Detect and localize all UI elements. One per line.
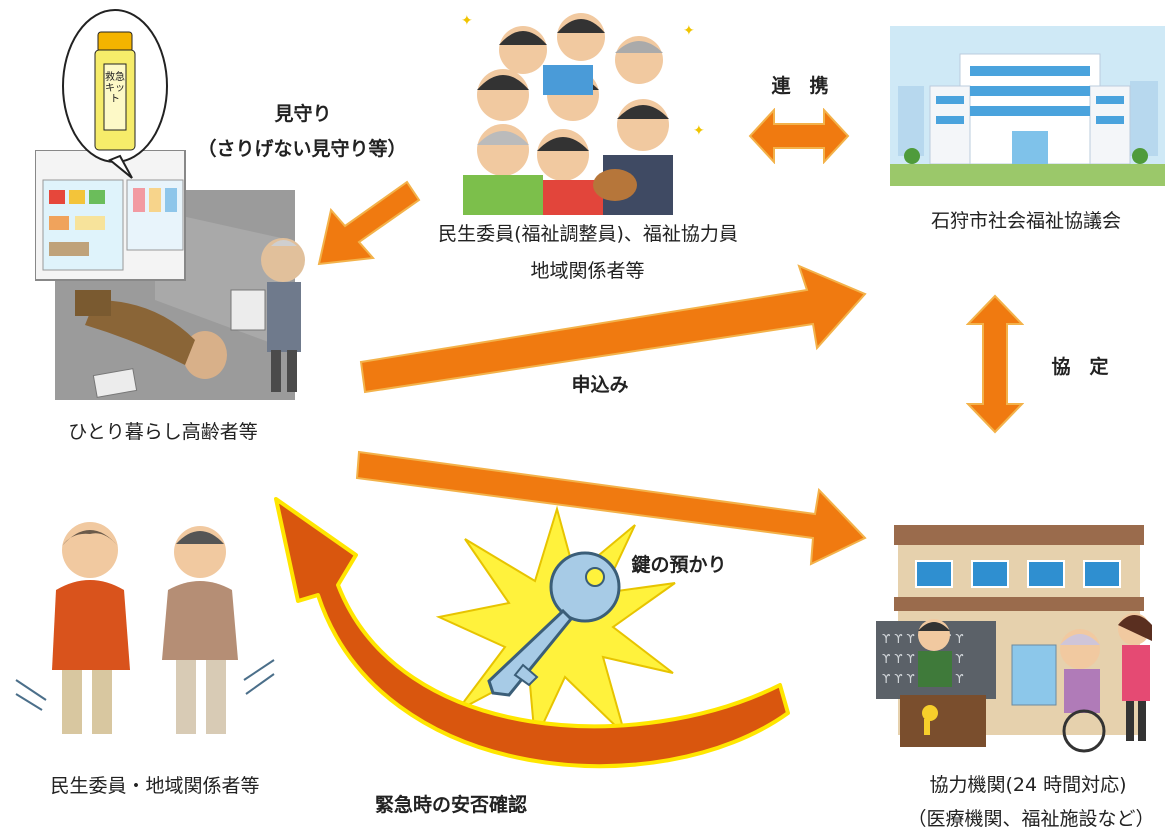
watching-label-line1: 見守り	[274, 103, 332, 125]
emergency-kit-label: 救急キット	[105, 72, 125, 105]
watching-label-line2: （さりげない見守り等）	[197, 138, 407, 160]
svg-text:✦: ✦	[683, 23, 695, 39]
volunteers-label-line2: 地域関係者等	[530, 260, 645, 282]
emergency-curved-arrow	[240, 485, 810, 795]
key-burst-illustration	[435, 505, 680, 745]
agency-arrow	[355, 418, 870, 568]
watching-arrow	[315, 178, 423, 270]
volunteers-crowd-illustration: ✦ ✦ ✦	[443, 5, 718, 215]
agreement-label: 協 定	[1051, 356, 1109, 378]
community-walkers-illustration	[10, 510, 280, 750]
agreement-arrow	[966, 294, 1024, 434]
council-building-illustration	[890, 26, 1165, 186]
cooperation-arrow	[748, 108, 850, 164]
volunteers-label-line1: 民生委員(福祉調整員)、福祉協力員	[438, 223, 738, 245]
key-label: 鍵の預かり	[631, 554, 727, 576]
svg-text:✦: ✦	[461, 13, 473, 29]
application-label: 申込み	[571, 374, 629, 396]
agency-label-line2: （医療機関、福祉施設など）	[907, 808, 1155, 830]
emergency-label: 緊急時の安否確認	[374, 794, 527, 816]
cooperation-label: 連 携	[771, 75, 829, 97]
svg-text:✦: ✦	[693, 123, 705, 139]
application-arrow	[355, 262, 870, 397]
community-label: 民生委員・地域関係者等	[50, 775, 260, 797]
agency-building-illustration: ϒ ϒ ϒ ϒ ϒ ϒ ϒ ϒ ϒ ϒ ϒ ϒ ϒ ϒ ϒ ϒ ϒ ϒ ϒ ϒ …	[872, 525, 1164, 755]
council-label: 石狩市社会福祉協議会	[930, 210, 1121, 232]
emergency-kit-bubble	[60, 6, 170, 181]
elderly-label: ひとり暮らし高齢者等	[68, 421, 258, 443]
elderly-fallen-illustration	[35, 150, 330, 400]
agency-label-line1: 協力機関(24 時間対応)	[929, 774, 1127, 796]
